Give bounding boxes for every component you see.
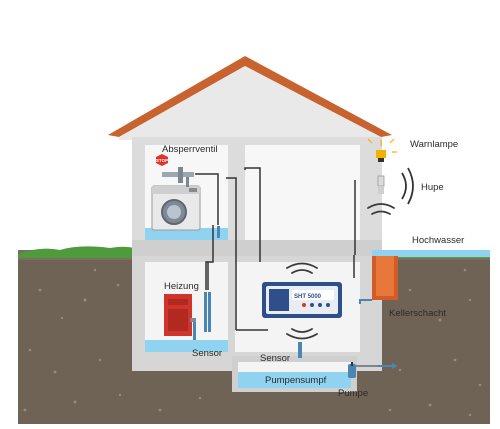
upper-right-room <box>245 145 360 240</box>
water-heating-room <box>145 340 228 352</box>
horn-icon <box>377 167 414 205</box>
sensors <box>204 226 302 358</box>
water-levels <box>145 228 490 388</box>
heater <box>164 294 196 340</box>
labels: Absperrventil Heizung Sensor Sensor Pump… <box>162 139 464 399</box>
signal-waves-horn <box>367 203 395 215</box>
label-heizung: Heizung <box>164 281 199 292</box>
soil-texture <box>23 268 482 417</box>
water-sump <box>238 372 351 388</box>
shutoff-valve: STOP <box>156 154 194 187</box>
label-pumpe: Pumpe <box>338 388 368 399</box>
label-sensor-center: Sensor <box>260 353 290 364</box>
signal-waves-device <box>286 262 318 340</box>
water-upper <box>145 228 228 240</box>
floor-slab <box>132 240 382 256</box>
washing-machine <box>151 185 201 231</box>
warning-lamp-icon <box>367 138 397 162</box>
label-warnlampe: Warnlampe <box>410 139 458 150</box>
alarm-control-unit: SHT 5000 <box>262 282 342 318</box>
label-hochwasser: Hochwasser <box>412 235 464 246</box>
sensor-probe-left <box>204 292 207 332</box>
stop-sign-icon <box>156 154 168 166</box>
roof <box>108 56 392 140</box>
flood-water <box>372 250 490 257</box>
label-absperrventil: Absperrventil <box>162 144 217 155</box>
sensor-probe-upper <box>217 226 220 238</box>
label-pumpensumpf: Pumpensumpf <box>265 375 327 386</box>
grass-left <box>18 246 137 258</box>
label-hupe: Hupe <box>421 182 444 193</box>
light-well <box>359 256 398 304</box>
label-sensor-left: Sensor <box>192 348 222 359</box>
wiring <box>195 167 356 355</box>
stop-sign-text: STOP <box>156 158 168 163</box>
sensor-probe-center <box>298 342 302 358</box>
pump <box>348 362 398 378</box>
label-kellerschacht: Kellerschacht <box>389 308 446 319</box>
device-model-text: SHT 5000 <box>294 294 322 300</box>
